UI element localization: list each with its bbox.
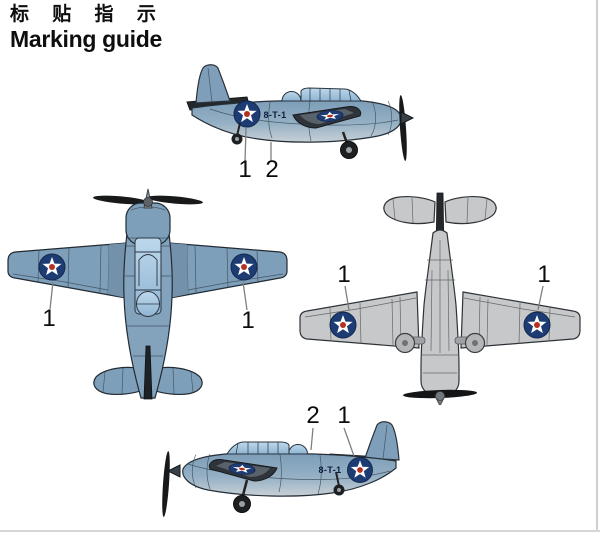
canopy (300, 87, 362, 102)
leader-line (343, 427, 355, 457)
tailplane (383, 195, 497, 225)
canopy (226, 441, 290, 455)
fuselage-star-insignia (233, 100, 261, 128)
left-wing-star-insignia (38, 253, 66, 281)
aircraft-side-view-left: 8-T-1 2 1 (162, 402, 400, 517)
leader-line (310, 427, 314, 451)
page-edge-bottom (0, 530, 600, 532)
page-title: 标 贴 指 示 Marking guide (10, 4, 165, 52)
tail-fin (364, 421, 400, 461)
gun-turret (287, 444, 309, 455)
callout-number: 2 (265, 156, 278, 183)
callout-number: 1 (238, 156, 251, 183)
tail-fin (143, 345, 153, 400)
callout-number: 1 (537, 261, 550, 288)
tail-fin (195, 64, 231, 104)
landing-gear (233, 471, 345, 513)
propeller (93, 195, 203, 205)
right-wing-star-insignia (230, 253, 258, 281)
tailplane (93, 366, 203, 396)
wing (7, 242, 288, 299)
page-edge-right (596, 0, 598, 532)
propeller (399, 95, 415, 161)
callout-number: 1 (42, 305, 55, 332)
callout-number: 1 (337, 261, 350, 288)
page-title-english: Marking guide (10, 25, 163, 52)
leader-line (537, 285, 544, 311)
aircraft-top-view: 1 1 (7, 188, 288, 400)
leader-line (49, 281, 54, 310)
gun-turret (281, 91, 302, 102)
canopy (134, 237, 162, 317)
callout-number: 1 (337, 402, 350, 429)
wing (292, 106, 362, 129)
aircraft-side-view-right: 8-T-1 1 2 (186, 64, 415, 183)
aircraft-bottom-view: 1 1 (299, 192, 581, 405)
leader-line (244, 127, 247, 163)
landing-gear (394, 332, 486, 354)
callout-number: 2 (306, 402, 319, 429)
propeller (162, 451, 181, 517)
propeller (403, 389, 477, 405)
fuselage-code: 8-T-1 (318, 465, 341, 475)
wing (208, 459, 278, 482)
callout-number: 1 (241, 307, 254, 334)
fuselage-code: 8-T-1 (263, 110, 286, 120)
left-wing-star-insignia (329, 311, 357, 339)
leader-line (344, 285, 350, 311)
propeller-spinner (143, 188, 153, 209)
page-title-chinese: 标 贴 指 示 (10, 4, 165, 25)
fuselage-star-insignia (347, 457, 373, 483)
right-wing-star-insignia (523, 311, 551, 339)
leader-line (242, 281, 248, 311)
landing-gear (231, 122, 358, 159)
fuselage (420, 229, 460, 397)
